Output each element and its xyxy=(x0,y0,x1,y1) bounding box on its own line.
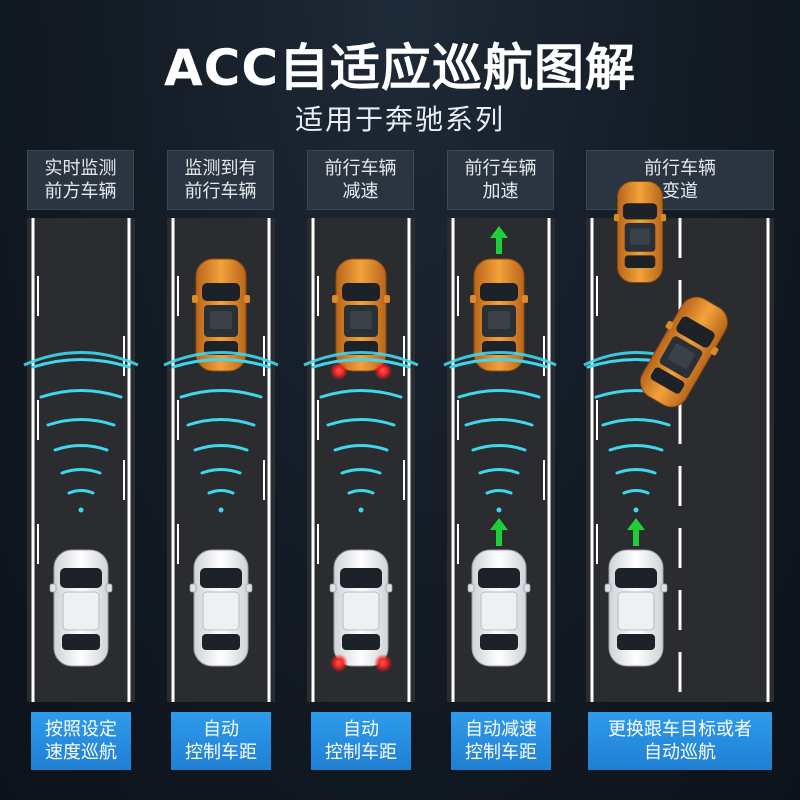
column-header-1: 实时监测 前方车辆 xyxy=(27,150,134,210)
ego-car xyxy=(604,549,668,667)
column-5-scene xyxy=(583,181,774,702)
column-footer-2: 自动 控制车距 xyxy=(171,712,271,770)
column-footer-3: 自动 控制车距 xyxy=(311,712,411,770)
brake-light xyxy=(374,654,392,672)
brake-light xyxy=(330,654,348,672)
ego-car xyxy=(49,549,113,667)
brake-light xyxy=(330,362,348,380)
ego-car xyxy=(467,549,531,667)
column-footer-1: 按照设定 速度巡航 xyxy=(31,712,131,770)
column-1-scene xyxy=(23,218,139,702)
lead-car-ahead xyxy=(613,181,667,283)
column-footer-4: 自动减速 控制车距 xyxy=(451,712,551,770)
ego-car xyxy=(329,549,393,667)
column-4-scene xyxy=(443,218,557,702)
page-title: ACC自适应巡航图解 xyxy=(163,39,637,97)
brake-light xyxy=(374,362,392,380)
column-header-3: 前行车辆 减速 xyxy=(307,150,414,210)
column-3-scene xyxy=(303,218,419,702)
column-footer-5: 更换跟车目标或者 自动巡航 xyxy=(588,712,772,770)
column-2-scene xyxy=(163,218,279,702)
ego-car xyxy=(189,549,253,667)
column-header-4: 前行车辆 加速 xyxy=(447,150,554,210)
column-header-2: 监测到有 前行车辆 xyxy=(167,150,274,210)
page-subtitle: 适用于奔驰系列 xyxy=(294,103,505,136)
